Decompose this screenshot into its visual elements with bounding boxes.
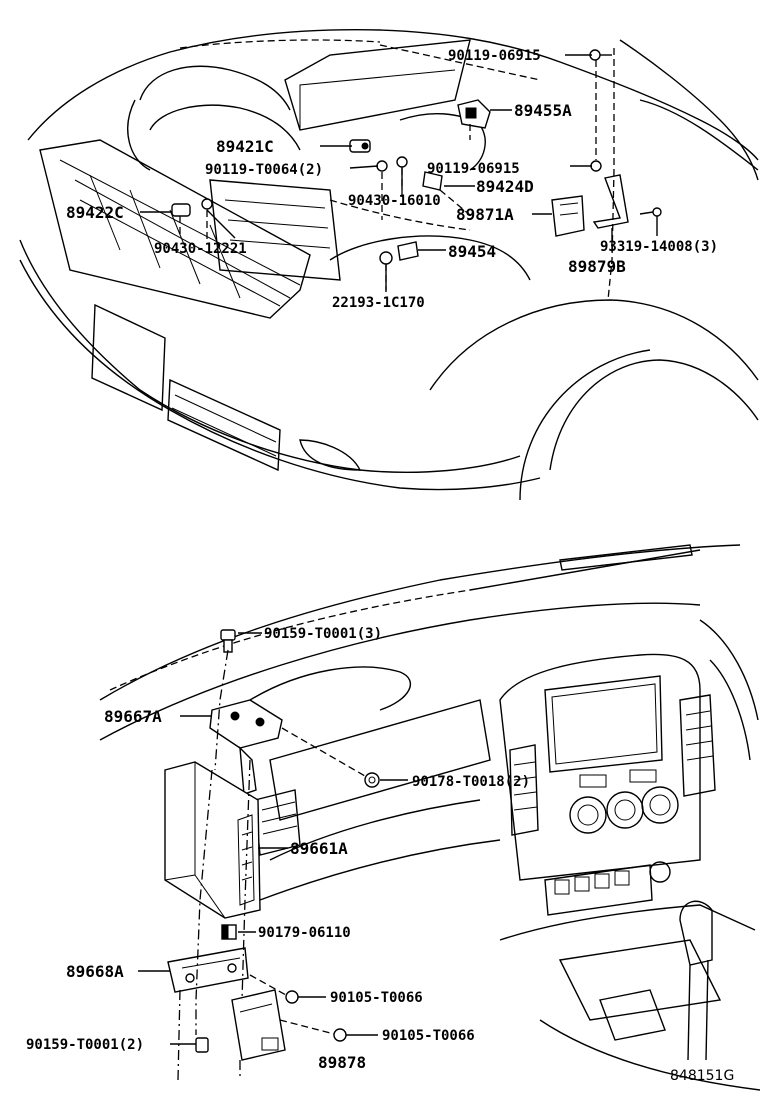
label-89661A: 89661A [290, 839, 348, 858]
label-93319-14008: 93319-14008(3) [600, 239, 718, 255]
bolt-icon [333, 1028, 347, 1042]
sensor-89422C-icon [171, 198, 213, 217]
label-89871A: 89871A [456, 205, 514, 224]
bolt-icon [285, 990, 299, 1004]
bracket-89668A-icon [167, 947, 249, 993]
label-89879B: 89879B [568, 257, 626, 276]
nut-icon [221, 924, 237, 940]
label-89878: 89878 [318, 1053, 366, 1072]
label-90430-16010: 90430-16010 [348, 193, 441, 209]
grommet-icon [379, 251, 393, 265]
diagram-code: 848151G [670, 1068, 734, 1084]
bolt-icon [195, 1037, 209, 1053]
bolt-icon [590, 160, 602, 172]
sensor-89454-icon [397, 241, 419, 261]
bracket-89667A-icon [209, 699, 283, 795]
top-part-shapes [171, 48, 662, 301]
label-90119-06915-mid: 90119-06915 [427, 161, 520, 177]
label-90159-T0001-3: 90159-T0001(3) [264, 626, 382, 642]
vehicle-front-illustration [19, 29, 759, 501]
label-90178-T0018: 90178-T0018(2) [412, 774, 530, 790]
label-89668A: 89668A [66, 962, 124, 981]
bottom-leader-lines [138, 632, 408, 1045]
bracket-89879B-icon [592, 174, 629, 229]
label-89422C: 89422C [66, 203, 124, 222]
label-90105-T0066-a: 90105-T0066 [330, 990, 423, 1006]
bolt-icon [589, 49, 612, 61]
label-90119-T0064: 90119-T0064(2) [205, 162, 323, 178]
nut-icon [364, 772, 380, 788]
screw-icon [639, 207, 662, 217]
ecu-89661A-icon [164, 761, 261, 919]
dashboard-illustration [99, 544, 760, 1091]
module-89878-icon [231, 989, 286, 1061]
bolt-icon [376, 160, 388, 172]
part-labels: 90119-06915 89455A 89421C 90119-T0064(2)… [26, 48, 734, 1084]
label-89424D: 89424D [476, 177, 534, 196]
label-89421C: 89421C [216, 137, 274, 156]
label-90179-06110: 90179-06110 [258, 925, 351, 941]
top-leader-lines [140, 54, 658, 292]
label-90119-06915-top: 90119-06915 [448, 48, 541, 64]
sensor-89455A-icon [457, 99, 491, 129]
label-89667A: 89667A [104, 707, 162, 726]
washer-icon [396, 156, 408, 168]
sensor-89421C-icon [349, 139, 371, 153]
label-90430-12221: 90430-12221 [154, 241, 247, 257]
module-89871A-icon [551, 195, 585, 237]
bottom-part-shapes [164, 629, 380, 1081]
label-22193-1C170: 22193-1C170 [332, 295, 425, 311]
label-90159-T0001-2: 90159-T0001(2) [26, 1037, 144, 1053]
label-90105-T0066-b: 90105-T0066 [382, 1028, 475, 1044]
label-89455A: 89455A [514, 101, 572, 120]
label-89454: 89454 [448, 242, 496, 261]
